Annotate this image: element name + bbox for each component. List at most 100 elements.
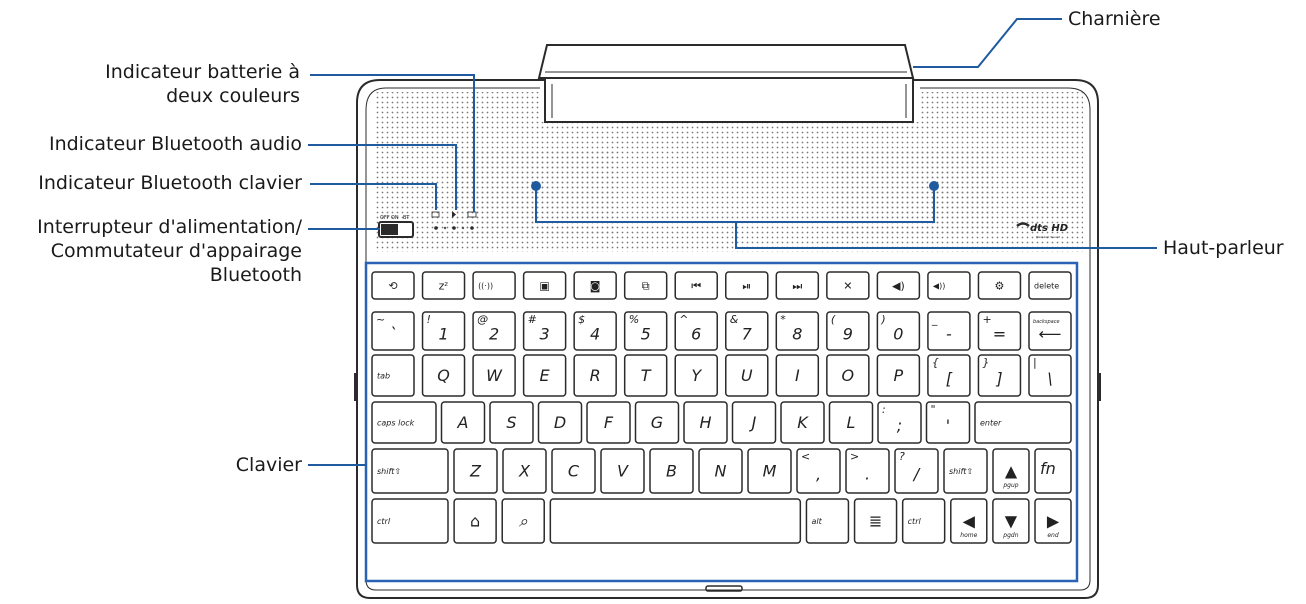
label-keyboard: Clavier xyxy=(235,454,302,476)
key-r1-k10: 0) xyxy=(876,311,921,351)
key-label: ` xyxy=(389,325,397,344)
key-r3-k2: S xyxy=(489,401,534,444)
key-r2-k9: O xyxy=(826,354,870,397)
key-label: 7 xyxy=(742,325,753,344)
key-shift-label: ^ xyxy=(679,313,688,326)
key-shift-label: ? xyxy=(899,450,905,463)
key-label: ' xyxy=(946,416,950,435)
label-bluetooth-audio: Indicateur Bluetooth audio xyxy=(48,133,302,155)
key-r4-k3: C xyxy=(551,448,596,494)
key-shift-label: % xyxy=(629,313,639,326)
key-shift-label: : xyxy=(882,403,886,416)
key-r2-k0: tab xyxy=(371,354,415,397)
key-r1-k6: 6^ xyxy=(674,311,718,351)
key-label: A xyxy=(457,413,469,432)
key-r3-k10: ;: xyxy=(877,401,922,444)
key-shift-label: _ xyxy=(931,313,938,326)
key-r0-k12: ⚙ xyxy=(977,271,1022,300)
label-power-line1: Interrupteur d'alimentation/ xyxy=(37,216,302,238)
key-label: O xyxy=(842,366,855,385)
key-label: ⌕ xyxy=(519,512,528,531)
key-label: H xyxy=(699,413,711,432)
key-label: ((·)) xyxy=(478,282,493,291)
key-shift-label: | xyxy=(1033,356,1037,369)
key-label: J xyxy=(749,413,757,432)
key-r1-k7: 7& xyxy=(725,311,769,351)
key-r4-k11: shift⇧ xyxy=(943,448,988,494)
speaker-right xyxy=(833,150,993,235)
key-shift-label: @ xyxy=(477,313,488,326)
key-r0-k9: ✕ xyxy=(826,271,870,300)
key-label: R xyxy=(590,366,601,385)
key-r2-k8: I xyxy=(775,354,820,397)
key-r0-k13: delete xyxy=(1028,271,1072,300)
label-bluetooth-keyboard: Indicateur Bluetooth clavier xyxy=(38,172,302,194)
key-r5-k4: alt xyxy=(805,498,850,544)
key-r2-k2: W xyxy=(472,354,516,397)
key-shift-label: ~ xyxy=(376,313,385,326)
key-r0-k10: ◀) xyxy=(876,271,921,300)
key-r3-k7: J xyxy=(731,401,777,444)
key-r1-k13: ⟵backspace xyxy=(1028,311,1072,351)
switch-mark-bt: BT xyxy=(403,215,410,221)
key-label: I xyxy=(795,366,800,385)
key-label: N xyxy=(715,462,727,481)
key-r1-k5: 5% xyxy=(623,311,668,351)
key-label: fn xyxy=(1040,459,1056,478)
label-power-switch: Interrupteur d'alimentation/ Commutateur… xyxy=(0,215,302,287)
key-r3-k3: D xyxy=(537,401,583,444)
key-r4-k2: X xyxy=(502,448,547,494)
key-label: ▣ xyxy=(539,279,549,292)
key-r1-k2: 2@ xyxy=(472,311,516,351)
key-r5-k9: ▶end xyxy=(1034,498,1072,544)
key-label: ] xyxy=(995,369,1002,388)
label-battery-indicator: Indicateur batterie à deux couleurs xyxy=(60,60,300,108)
key-r4-k7: M xyxy=(747,448,792,494)
key-r2-k12: ]} xyxy=(977,354,1022,397)
key-r5-k6: ctrl xyxy=(901,498,946,544)
key-label: ◀) xyxy=(892,279,905,292)
key-r5-k7: ◀home xyxy=(950,498,988,544)
key-r0-k3: ▣ xyxy=(522,271,567,300)
logo-subtext: Premium Sound xyxy=(1036,235,1060,239)
key-shift-label: # xyxy=(528,313,537,326)
key-label: ▼ xyxy=(1005,512,1018,531)
key-sub-label: home xyxy=(960,532,977,539)
key-r3-k1: A xyxy=(440,401,486,444)
key-label: M xyxy=(763,462,777,481)
key-label: G xyxy=(651,413,663,432)
key-label: 5 xyxy=(641,325,651,344)
key-label: zᶻ xyxy=(439,279,449,292)
key-r5-k0: ctrl xyxy=(371,498,449,544)
keyboard-highlight-frame xyxy=(364,261,1079,583)
key-r0-k6: ⏮ xyxy=(674,271,718,300)
key-label: . xyxy=(865,465,870,484)
label-hinge: Charnière xyxy=(1068,8,1161,30)
key-r2-k10: P xyxy=(876,354,921,397)
label-battery-line1: Indicateur batterie à xyxy=(105,61,300,83)
key-label: ✕ xyxy=(843,279,852,292)
key-r5-k3 xyxy=(549,498,802,544)
key-label: ◙ xyxy=(590,279,601,292)
indicator-leds xyxy=(431,211,477,230)
key-r4-k1: Z xyxy=(453,448,498,494)
key-r0-k1: zᶻ xyxy=(421,271,466,300)
key-shift-label: < xyxy=(801,450,810,463)
key-r5-k2: ⌕ xyxy=(501,498,545,544)
key-label: X xyxy=(518,462,531,481)
key-r0-k8: ⏭ xyxy=(775,271,820,300)
key-label: W xyxy=(486,366,503,385)
key-r1-k1: 1! xyxy=(421,311,466,351)
key-label: alt xyxy=(811,517,822,526)
key-r4-k0: shift⇧ xyxy=(371,448,449,494)
key-label: 8 xyxy=(792,325,802,344)
key-r0-k2: ((·)) xyxy=(472,271,516,300)
key-r2-k4: R xyxy=(573,354,617,397)
key-label: 0 xyxy=(893,325,903,344)
key-r5-k8: ▼pgdn xyxy=(992,498,1030,544)
label-power-line3: Bluetooth xyxy=(209,264,302,286)
key-r4-k6: N xyxy=(698,448,743,494)
key-label: ▲ xyxy=(1005,462,1018,481)
